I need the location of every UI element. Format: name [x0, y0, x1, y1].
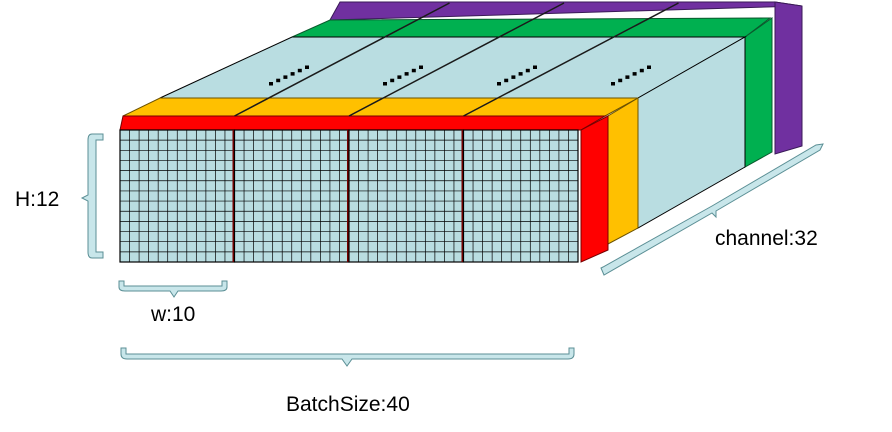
- ellipsis-dot: [625, 75, 630, 79]
- ellipsis-dot: [639, 68, 644, 73]
- batch-divider-ridges: [234, 2, 679, 117]
- ellipsis-dot: [618, 78, 623, 83]
- ellipsis-dot: [297, 68, 302, 73]
- ellipsis-dot: [397, 75, 402, 79]
- width-label: w:10: [150, 303, 195, 326]
- ellipsis-dot: [390, 78, 395, 83]
- batch-block-face: [348, 129, 465, 263]
- ellipsis-dot: [411, 68, 416, 73]
- channel-bracket: [600, 143, 824, 276]
- ellipsis-dot: [518, 72, 523, 76]
- batch-block-face: [233, 129, 350, 263]
- batch-divider-ridge: [234, 2, 450, 117]
- ellipsis-dot: [611, 82, 615, 86]
- ellipsis-dot: [269, 82, 273, 86]
- ellipsis-dot: [647, 65, 651, 69]
- batch-size-label: BatchSize:40: [286, 393, 410, 416]
- ellipsis-dot: [419, 65, 423, 69]
- orange-channel-slab: [122, 97, 639, 245]
- ellipsis-dot: [276, 78, 281, 83]
- channel-label: channel:32: [715, 227, 818, 250]
- ellipsis-dot: [290, 72, 295, 76]
- ellipsis-dot: [632, 72, 637, 76]
- batch-divider-ridge: [463, 2, 679, 117]
- width-bracket: [118, 280, 228, 298]
- ellipsis-dot: [504, 78, 509, 83]
- height-bracket: [80, 133, 104, 259]
- ellipsis-dot: [533, 65, 537, 69]
- height-label: H:12: [15, 188, 59, 211]
- batch-block-face: [462, 129, 579, 263]
- ellipsis-dot: [283, 75, 288, 79]
- front-grid-faces: [119, 129, 579, 263]
- purple-channel-slab: [329, 1, 803, 155]
- ellipsis-dots: [269, 65, 651, 86]
- ellipsis-dot: [404, 72, 409, 76]
- batch-divider-ridge: [348, 2, 565, 117]
- ellipsis-dot: [497, 82, 501, 86]
- batch-block-face: [119, 129, 236, 263]
- batch-bracket: [120, 347, 575, 367]
- red-channel-slab: [119, 115, 609, 263]
- ellipsis-dot: [383, 82, 387, 86]
- ellipsis-dot: [525, 68, 530, 73]
- ellipsis-dot: [305, 65, 309, 69]
- ellipsis-dot: [511, 75, 516, 79]
